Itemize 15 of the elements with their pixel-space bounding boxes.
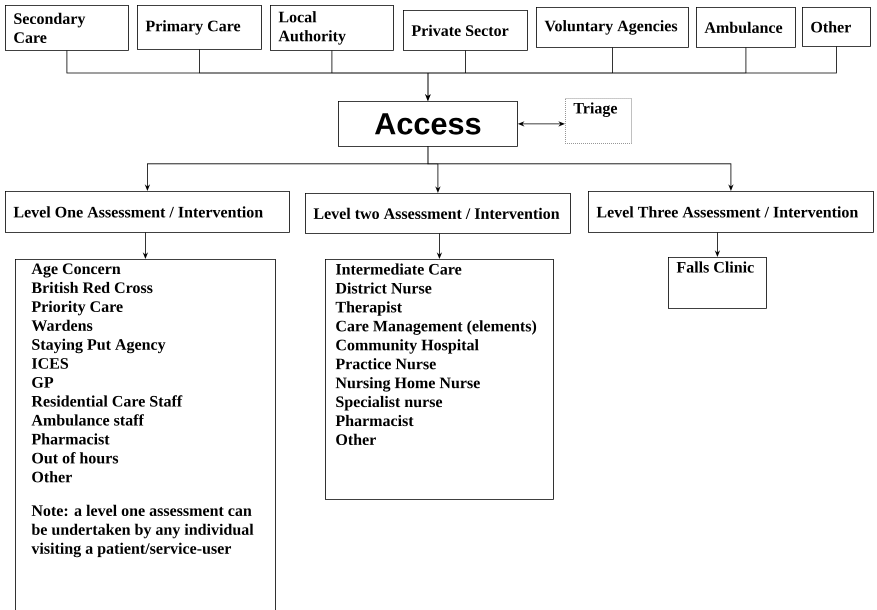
process-box: Level Three Assessment / Intervention <box>588 191 874 233</box>
list-box: Intermediate Care District Nurse Therapist Care Management (elements) Community Hospital Practice Nurse Nursing Home Nurse Specialist nurse Pharmacist Other <box>325 259 554 500</box>
process-box: Level two Assessment / Intervention <box>305 193 571 234</box>
process-box: Secondary Care <box>5 5 129 51</box>
process-box: Level One Assessment / Intervention <box>5 191 290 233</box>
list-box: Age Concern British Red Cross Priority Care Wardens Staying Put Agency ICES GP Residential Care Staff Ambulance staff Pharmacist Out of hours Other Note: a level one assessment can be undertaken by any individual visiting a patient/service-user <box>15 259 276 610</box>
triage-box: Triage <box>565 98 632 144</box>
access-box: Access <box>338 101 518 147</box>
process-box: Falls Clinic <box>668 257 767 309</box>
process-box: Local Authority <box>270 5 394 51</box>
process-box: Voluntary Agencies <box>536 7 689 48</box>
process-box: Other <box>802 7 871 47</box>
process-box: Primary Care <box>137 5 262 50</box>
process-box: Private Sector <box>403 10 528 51</box>
process-box: Ambulance <box>696 7 796 48</box>
